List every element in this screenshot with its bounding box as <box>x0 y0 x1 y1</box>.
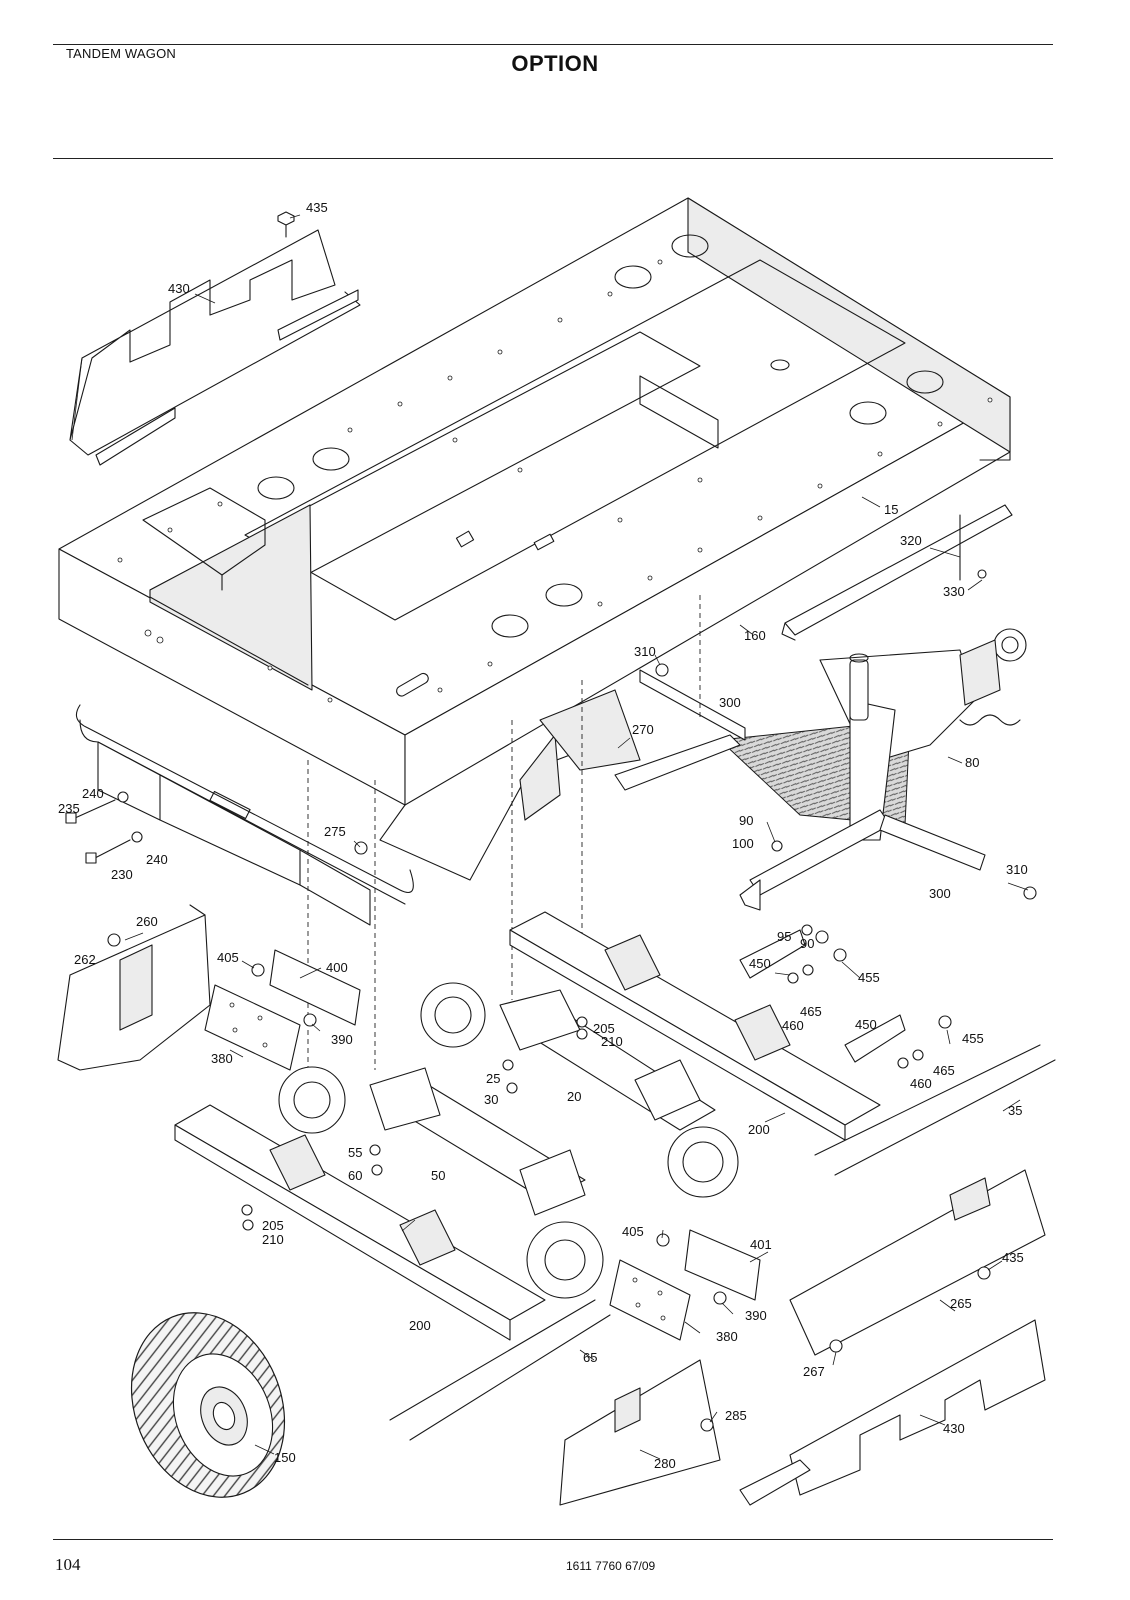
callout-235: 235 <box>58 801 80 816</box>
callout-leaders <box>124 214 1029 1460</box>
callout-60: 60 <box>348 1168 362 1183</box>
callout-262: 262 <box>74 952 96 967</box>
axle-50 <box>278 1066 604 1299</box>
callout-230: 230 <box>111 867 133 882</box>
callout-267: 267 <box>803 1364 825 1379</box>
callout-90-lower: 90 <box>800 936 814 951</box>
bolt-435-top <box>277 211 295 238</box>
callout-390-right: 390 <box>745 1308 767 1323</box>
cable-35 <box>814 1044 1056 1176</box>
document-number: 1611 7760 67/09 <box>566 1559 656 1573</box>
callout-205-lower: 205 <box>262 1218 284 1233</box>
footer-rule <box>53 1539 1053 1540</box>
callout-95: 95 <box>777 929 791 944</box>
beam-200-right <box>509 911 881 1141</box>
mudguard-265 <box>789 1169 1046 1356</box>
callout-320: 320 <box>900 533 922 548</box>
header-bottom-rule <box>53 158 1053 159</box>
callout-30: 30 <box>484 1092 498 1107</box>
callout-435-bottom: 435 <box>1002 1250 1024 1265</box>
bracket-450-lower <box>844 1014 924 1069</box>
callout-430-top: 430 <box>168 281 190 296</box>
side-panel-430-bottom <box>739 1319 1046 1506</box>
callout-labels: 435 430 15 320 330 160 310 300 270 80 24… <box>58 200 1028 1471</box>
header-top-rule <box>53 44 1053 45</box>
callout-405-left: 405 <box>217 950 239 965</box>
callout-65: 65 <box>583 1350 597 1365</box>
callout-260: 260 <box>136 914 158 929</box>
callout-450-upper: 450 <box>749 956 771 971</box>
callout-465-upper: 465 <box>800 1004 822 1019</box>
callout-240-lower: 240 <box>146 852 168 867</box>
callout-455-upper: 455 <box>858 970 880 985</box>
product-title: TANDEM WAGON <box>66 46 177 61</box>
callout-35: 35 <box>1008 1103 1022 1118</box>
drawbar-80 <box>614 628 1027 911</box>
callout-450-lower: 450 <box>855 1017 877 1032</box>
callout-390-left: 390 <box>331 1032 353 1047</box>
bolts-230-235 <box>65 791 143 864</box>
callout-15: 15 <box>884 502 898 517</box>
callout-300-upper: 300 <box>719 695 741 710</box>
callout-25: 25 <box>486 1071 500 1086</box>
alignment-lines <box>307 595 701 1080</box>
callout-20: 20 <box>567 1089 581 1104</box>
callout-300-lower: 300 <box>929 886 951 901</box>
callout-210-upper: 210 <box>601 1034 623 1049</box>
callout-90-upper: 90 <box>739 813 753 828</box>
callout-150: 150 <box>274 1450 296 1465</box>
callout-80: 80 <box>965 755 979 770</box>
axle-20 <box>420 982 739 1198</box>
bumper-frame <box>75 704 414 926</box>
plate-380-right <box>609 1259 691 1341</box>
callout-210-lower: 210 <box>262 1232 284 1247</box>
callout-160: 160 <box>744 628 766 643</box>
callout-285: 285 <box>725 1408 747 1423</box>
callout-200-left: 200 <box>409 1318 431 1333</box>
page-number: 104 <box>55 1555 81 1574</box>
callout-465-lower: 465 <box>933 1063 955 1078</box>
callout-55: 55 <box>348 1145 362 1160</box>
side-panel-430-top <box>69 229 361 466</box>
callout-265: 265 <box>950 1296 972 1311</box>
callout-401: 401 <box>750 1237 772 1252</box>
bar-300-upper <box>639 669 746 741</box>
cable-65 <box>389 1299 611 1441</box>
callout-310-lower: 310 <box>1006 862 1028 877</box>
callout-205-upper: 205 <box>593 1021 615 1036</box>
bracket-401 <box>684 1229 761 1301</box>
callout-310-upper: 310 <box>634 644 656 659</box>
bracket-450-upper <box>739 929 814 984</box>
section-title: OPTION <box>511 51 599 76</box>
plate-380-left <box>204 984 301 1071</box>
callout-460-upper: 460 <box>782 1018 804 1033</box>
callout-460-lower: 460 <box>910 1076 932 1091</box>
callout-405-right: 405 <box>622 1224 644 1239</box>
callout-280: 280 <box>654 1456 676 1471</box>
callout-430-bottom: 430 <box>943 1421 965 1436</box>
mudflap-280 <box>559 1359 721 1506</box>
callout-380-right: 380 <box>716 1329 738 1344</box>
wheel-150 <box>130 1312 286 1498</box>
strip-320 <box>781 504 1013 641</box>
callout-200-right: 200 <box>748 1122 770 1137</box>
callout-400: 400 <box>326 960 348 975</box>
callout-50: 50 <box>431 1168 445 1183</box>
callout-330: 330 <box>943 584 965 599</box>
callout-270: 270 <box>632 722 654 737</box>
callout-100: 100 <box>732 836 754 851</box>
callout-455-lower: 455 <box>962 1031 984 1046</box>
cargo-frame <box>58 197 1011 881</box>
callout-240-upper: 240 <box>82 786 104 801</box>
mudflap-260 <box>57 904 211 1071</box>
callout-435-top: 435 <box>306 200 328 215</box>
callout-275: 275 <box>324 824 346 839</box>
beam-200-left <box>174 1104 546 1341</box>
bracket-400 <box>269 949 361 1026</box>
callout-380-left: 380 <box>211 1051 233 1066</box>
frame-bolt-holes <box>117 259 993 703</box>
